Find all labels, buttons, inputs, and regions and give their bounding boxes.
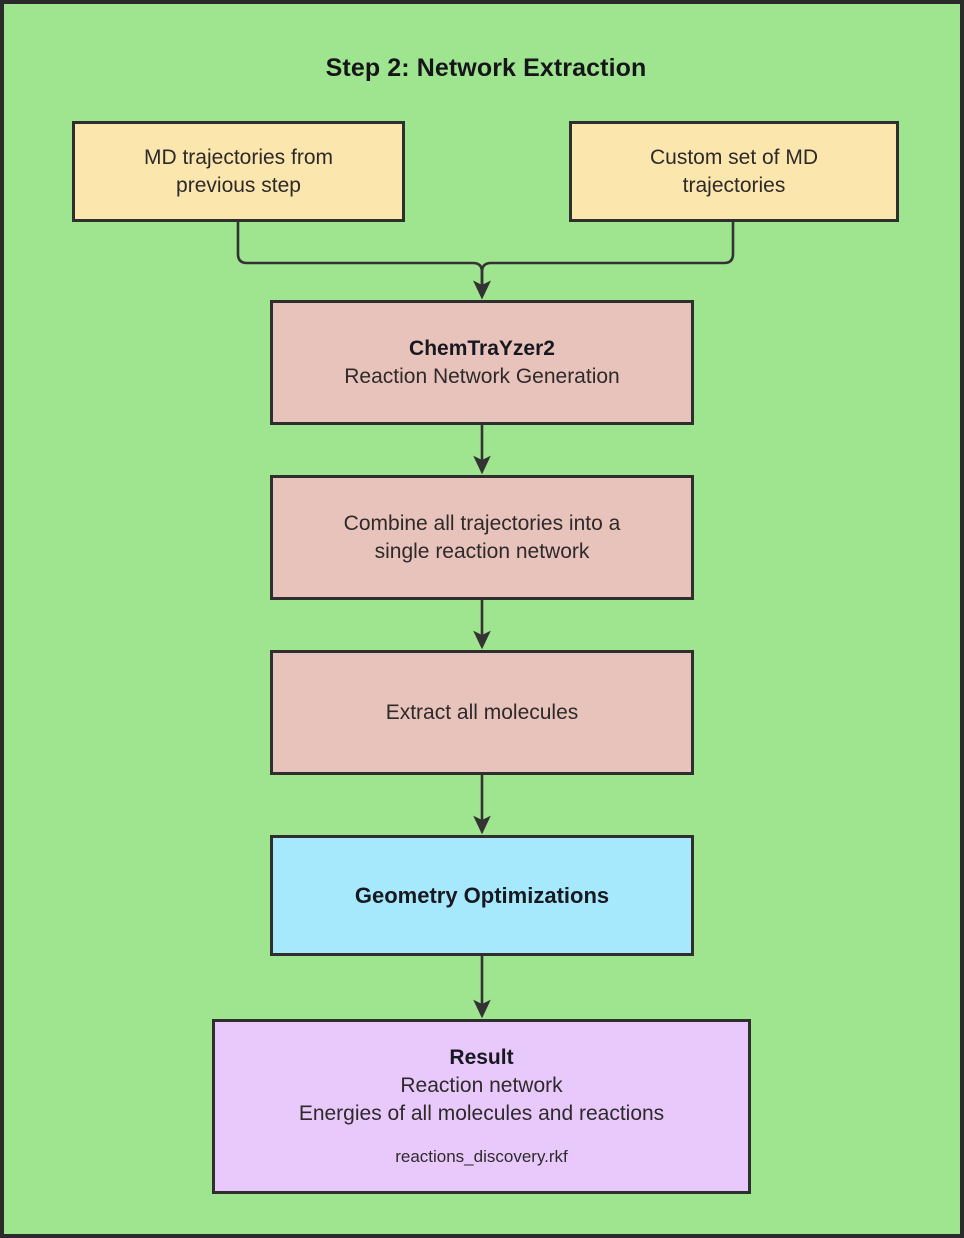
node-title-line: Geometry Optimizations — [354, 882, 610, 908]
node-line: trajectories — [682, 173, 786, 197]
edge-md-previous-to-chemtrayzer2 — [236, 222, 491, 300]
node-line: Custom set of MD — [649, 145, 819, 169]
node-file-name: reactions_discovery.rkf — [395, 1147, 568, 1167]
node-extract-all-molecules[interactable]: Extract all molecules — [270, 650, 694, 775]
node-title-line: ChemTraYzer2 — [409, 336, 555, 360]
node-chemtrayzer2[interactable]: ChemTraYzer2 Reaction Network Generation — [270, 300, 694, 425]
node-md-trajectories-previous-step[interactable]: MD trajectories from previous step — [72, 121, 405, 222]
node-title-line: Result — [449, 1046, 514, 1070]
node-line: MD trajectories from — [143, 145, 334, 169]
edge-md-custom-to-chemtrayzer2 — [473, 222, 735, 300]
node-line: Reaction Network Generation — [344, 364, 620, 388]
node-line: single reaction network — [374, 539, 590, 563]
node-line: previous step — [176, 173, 301, 197]
page-title: Step 2: Network Extraction — [325, 54, 647, 82]
node-custom-set-of-md-trajectories[interactable]: Custom set of MD trajectories — [569, 121, 899, 222]
node-result[interactable]: Result Reaction network Energies of all … — [212, 1019, 751, 1194]
node-line: Reaction network — [400, 1074, 563, 1098]
node-line: Combine all trajectories into a — [343, 511, 621, 535]
node-geometry-optimizations[interactable]: Geometry Optimizations — [270, 835, 694, 956]
node-combine-trajectories[interactable]: Combine all trajectories into a single r… — [270, 475, 694, 600]
node-line: Energies of all molecules and reactions — [298, 1102, 665, 1126]
node-line: Extract all molecules — [385, 700, 579, 724]
